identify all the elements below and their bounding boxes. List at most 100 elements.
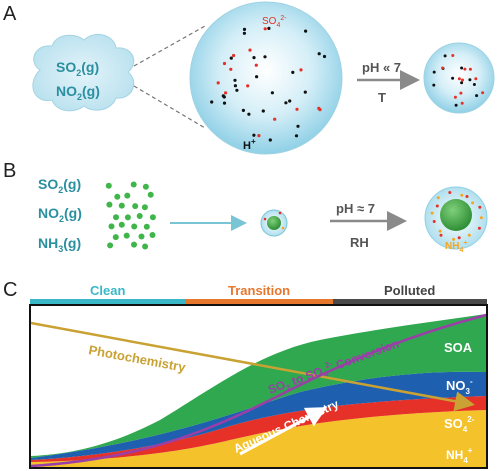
large-droplet bbox=[189, 1, 343, 155]
proton-label-a: H+ bbox=[243, 137, 256, 152]
proton-ion bbox=[247, 112, 251, 116]
sulfate-ion bbox=[254, 63, 258, 67]
proton-ion bbox=[451, 76, 455, 80]
seed-ion bbox=[263, 217, 267, 221]
gas-molecule bbox=[149, 232, 156, 238]
sulfate-ion bbox=[448, 191, 452, 194]
cloud-so2-label: SO2(g) bbox=[56, 59, 99, 78]
seed-core bbox=[267, 216, 281, 230]
gas-molecule bbox=[108, 223, 115, 230]
seed-ion bbox=[278, 211, 282, 215]
layer-label-so4: SO42- bbox=[444, 415, 475, 434]
sulfate-ion bbox=[257, 134, 261, 138]
sulfate-ion bbox=[216, 81, 220, 85]
layer-so4 bbox=[31, 396, 486, 462]
sulfate-ion bbox=[273, 117, 277, 121]
proton-ion bbox=[252, 56, 256, 60]
proton-ion bbox=[263, 55, 267, 59]
stage-bar-transition bbox=[185, 299, 333, 305]
ammonium-ion bbox=[430, 211, 434, 215]
layer-no3 bbox=[31, 371, 486, 460]
gas-molecule bbox=[141, 204, 148, 211]
gas-molecule bbox=[105, 182, 112, 189]
gas-molecule bbox=[142, 243, 149, 250]
sulfate-ion bbox=[453, 95, 457, 99]
layer-label-soa: SOA bbox=[444, 340, 473, 355]
sulfate-ion bbox=[232, 53, 236, 58]
sulfate-ion bbox=[457, 236, 461, 240]
proton-ion bbox=[255, 75, 259, 79]
proton-ion bbox=[303, 90, 307, 94]
sulfate-ion bbox=[299, 68, 303, 72]
gas-molecule bbox=[136, 213, 143, 219]
proton-ion bbox=[229, 56, 233, 60]
panel-b-so2-label: SO2(g) bbox=[38, 176, 81, 195]
sulfate-ion bbox=[229, 67, 233, 71]
grown-particle-core bbox=[440, 199, 472, 231]
stage-label-transition: Transition bbox=[228, 283, 290, 298]
sulfate-ion bbox=[459, 91, 463, 95]
sulfate-ion bbox=[481, 91, 485, 95]
proton-ion bbox=[222, 95, 226, 99]
sulfate-ion bbox=[457, 77, 461, 81]
proton-ion bbox=[304, 29, 308, 33]
proton-ion bbox=[242, 31, 246, 35]
proton-ion bbox=[322, 54, 327, 59]
stage-label-clean: Clean bbox=[90, 283, 125, 298]
gas-molecule bbox=[118, 202, 125, 209]
proton-ion bbox=[252, 133, 256, 137]
proton-ion bbox=[242, 27, 247, 31]
layer-nh4 bbox=[31, 410, 486, 467]
sulfate-ion bbox=[263, 27, 267, 31]
sulfate-ion bbox=[248, 48, 252, 52]
ammonium-ion bbox=[452, 237, 456, 241]
proton-ion bbox=[432, 83, 436, 87]
arrow-a-top-label: pH « 7 bbox=[362, 60, 401, 75]
gas-molecule bbox=[142, 183, 149, 190]
ammonium-label-b: NH4+ bbox=[445, 240, 467, 254]
proton-ion bbox=[210, 100, 214, 104]
stage-bar-clean bbox=[30, 299, 185, 305]
proton-ion bbox=[291, 70, 295, 74]
proton-ion bbox=[267, 26, 271, 30]
aqueous-arrow bbox=[239, 407, 328, 456]
proton-ion bbox=[460, 81, 464, 85]
sulfate-ion bbox=[435, 204, 439, 208]
sulfate-ion bbox=[441, 66, 445, 70]
proton-ion bbox=[475, 94, 479, 98]
panel-b-nh3-label: NH3(g) bbox=[38, 235, 81, 254]
proton-ion bbox=[270, 91, 274, 95]
photochemistry-line bbox=[30, 321, 475, 412]
ammonium-ion bbox=[471, 201, 475, 205]
panel-b-no2-label: NO2(g) bbox=[38, 205, 82, 224]
panel-c-label: C bbox=[3, 279, 17, 301]
sulfate-ion bbox=[224, 91, 228, 95]
gas-molecule bbox=[114, 193, 121, 200]
stage-label-polluted: Polluted bbox=[384, 283, 435, 298]
ammonium-ion bbox=[460, 193, 464, 197]
stage-bar-polluted bbox=[333, 299, 487, 305]
conversion-line bbox=[30, 313, 487, 468]
gas-molecule bbox=[124, 192, 131, 199]
proton-ion bbox=[222, 101, 227, 105]
proton-ion bbox=[296, 124, 300, 128]
sulfate-ion bbox=[432, 220, 436, 223]
ammonium-ion bbox=[436, 196, 440, 200]
layer-label-nh4: NH4+ bbox=[446, 446, 473, 465]
ammonium-ion bbox=[479, 216, 483, 220]
sulfate-ion bbox=[439, 233, 443, 237]
panel-b-label: B bbox=[3, 160, 16, 182]
sulfate-ion bbox=[474, 77, 478, 81]
proton-ion bbox=[460, 66, 464, 70]
proton-ion bbox=[454, 103, 458, 107]
gas-molecule bbox=[138, 233, 145, 240]
gas-molecule bbox=[149, 214, 156, 221]
small-droplet-ions bbox=[432, 54, 485, 107]
proton-ion bbox=[432, 70, 436, 74]
sulfate-ion bbox=[478, 205, 482, 209]
gas-molecule bbox=[112, 234, 119, 241]
proton-ion bbox=[317, 52, 321, 56]
ammonium-ion bbox=[438, 229, 442, 233]
